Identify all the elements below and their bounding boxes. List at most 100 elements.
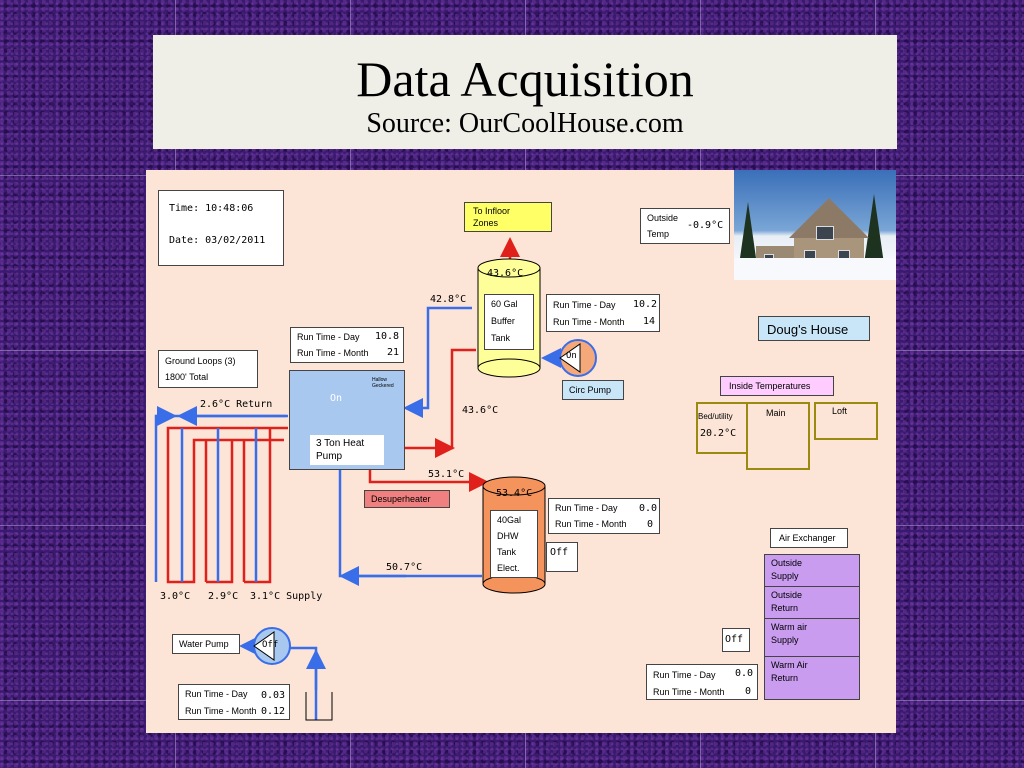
system-diagram-panel: Time: 10:48:06 Date: 03/02/2011 Ground L… bbox=[146, 170, 896, 733]
bed-utility-zone: Bed/utility 20.2°C bbox=[696, 402, 748, 454]
run-day-value: 10.2 bbox=[633, 299, 658, 310]
dhw-run-time-box: Run Time - Day 0.0 Run Time - Month 0 bbox=[548, 498, 660, 534]
run-day-label: Run Time - Day bbox=[553, 300, 616, 310]
outside-temp-box: Outside Temp -0.9°C bbox=[640, 208, 730, 244]
air-exchanger-row: Outside Supply bbox=[765, 555, 859, 587]
time-date-box: Time: 10:48:06 Date: 03/02/2011 bbox=[158, 190, 284, 266]
water-pump-label-box: Water Pump bbox=[172, 634, 240, 654]
outside-temp-value: -0.9°C bbox=[687, 220, 724, 231]
air-exchanger-run-time-box: Run Time - Day 0.0 Run Time - Month 0 bbox=[646, 664, 758, 700]
air-exchanger-box: Outside Supply Outside Return Warm air S… bbox=[764, 554, 860, 700]
heat-pump-state: On bbox=[330, 393, 343, 404]
air-exchanger-label: Air Exchanger bbox=[779, 533, 836, 543]
dhw-line3: Tank bbox=[497, 547, 517, 557]
buffer-tank-temp: 43.6°C bbox=[487, 268, 524, 279]
house-name-box: Doug's House bbox=[758, 316, 870, 341]
loop2-temp: 2.9°C bbox=[208, 591, 239, 602]
run-month-value: 0 bbox=[647, 519, 654, 530]
row-line1: Outside bbox=[771, 558, 803, 568]
inside-temperatures-header: Inside Temperatures bbox=[720, 376, 834, 396]
run-month-value: 0.12 bbox=[261, 706, 286, 717]
infloor-line2: Zones bbox=[473, 218, 499, 228]
main-zone: Main bbox=[746, 402, 810, 470]
dhw-state-value: Off bbox=[550, 547, 569, 558]
slide-title-box: Data Acquisition Source: OurCoolHouse.co… bbox=[153, 35, 897, 149]
run-month-value: 21 bbox=[387, 347, 400, 358]
air-exchanger-row: Warm air Supply bbox=[765, 619, 859, 657]
row-line1: Outside bbox=[771, 590, 803, 600]
heat-pump-line1: 3 Ton Heat bbox=[316, 438, 365, 449]
buffer-tank-line1: 60 Gal bbox=[491, 299, 518, 309]
air-exchanger-row: Warm Air Return bbox=[765, 657, 859, 697]
run-month-label: Run Time - Month bbox=[297, 348, 369, 358]
well-icon bbox=[305, 692, 333, 721]
run-day-label: Run Time - Day bbox=[555, 503, 618, 513]
ground-loops-box: Ground Loops (3) 1800' Total bbox=[158, 350, 258, 388]
house-photo bbox=[734, 170, 896, 280]
run-day-value: 0.0 bbox=[735, 668, 754, 679]
row-line1: Warm air bbox=[771, 622, 808, 632]
water-pump-icon bbox=[253, 627, 291, 665]
dhw-line1: 40Gal bbox=[497, 515, 522, 525]
dhw-return-pipe bbox=[338, 470, 482, 578]
dhw-tank-label: 40Gal DHW Tank Elect. bbox=[490, 510, 538, 578]
desuperheater-pipe bbox=[368, 470, 489, 492]
row-line2: Supply bbox=[771, 571, 799, 581]
buffer-tank-label: 60 Gal Buffer Tank bbox=[484, 294, 534, 350]
circ-pump-state: On bbox=[566, 351, 577, 361]
infloor-line1: To Infloor bbox=[473, 206, 511, 216]
run-day-label: Run Time - Day bbox=[653, 670, 716, 680]
row-line2: Return bbox=[771, 603, 799, 613]
loop1-temp: 3.0°C bbox=[160, 591, 191, 602]
buffer-tank-line3: Tank bbox=[491, 333, 511, 343]
desuperheater-temp: 53.1°C bbox=[428, 469, 465, 480]
water-pump-label: Water Pump bbox=[179, 639, 229, 649]
water-pump-state: Off bbox=[262, 640, 279, 650]
ground-loops-pipes bbox=[154, 406, 288, 584]
air-exchanger-row: Outside Return bbox=[765, 587, 859, 619]
water-pump-run-time-box: Run Time - Day 0.03 Run Time - Month 0.1… bbox=[178, 684, 290, 720]
run-month-value: 0 bbox=[745, 686, 752, 697]
desuperheater-box: Desuperheater bbox=[364, 490, 450, 508]
air-exchanger-header: Air Exchanger bbox=[770, 528, 848, 548]
circ-pump-label-box: Circ Pump bbox=[562, 380, 624, 400]
circ-pump-label: Circ Pump bbox=[569, 385, 612, 395]
run-day-label: Run Time - Day bbox=[185, 689, 248, 699]
run-day-value: 0.0 bbox=[639, 503, 658, 514]
air-exchanger-state: Off bbox=[722, 628, 750, 652]
inside-header-label: Inside Temperatures bbox=[729, 381, 811, 391]
row-line2: Return bbox=[771, 673, 799, 683]
buffer-run-time-box: Run Time - Day 10.2 Run Time - Month 14 bbox=[546, 294, 660, 332]
ground-loops-length: 1800' Total bbox=[165, 372, 209, 382]
run-month-label: Run Time - Month bbox=[553, 317, 625, 327]
air-exchanger-state-value: Off bbox=[725, 634, 744, 645]
desuperheater-label: Desuperheater bbox=[371, 494, 431, 504]
row-line1: Warm Air bbox=[771, 660, 808, 670]
from-buffer-temp: 43.6°C bbox=[462, 405, 499, 416]
loft-zone-label: Loft bbox=[832, 406, 848, 416]
slide-title: Data Acquisition bbox=[356, 51, 694, 107]
run-month-label: Run Time - Month bbox=[555, 519, 627, 529]
loop3-supply-temp: 3.1°C Supply bbox=[250, 591, 323, 602]
house-name: Doug's House bbox=[767, 322, 849, 337]
dhw-line2: DHW bbox=[497, 531, 519, 541]
bed-utility-temp: 20.2°C bbox=[700, 428, 737, 439]
main-zone-label: Main bbox=[766, 408, 786, 418]
outside-temp-label-2: Temp bbox=[647, 229, 670, 239]
run-month-value: 14 bbox=[643, 316, 656, 327]
date-readout: Date: 03/02/2011 bbox=[169, 235, 266, 246]
dhw-return-temp: 50.7°C bbox=[386, 562, 423, 573]
loft-zone: Loft bbox=[814, 402, 878, 440]
heat-pump-tag: Hallow Geckered bbox=[372, 377, 394, 389]
dhw-tank-temp: 53.4°C bbox=[496, 488, 533, 499]
run-month-label: Run Time - Month bbox=[653, 687, 725, 697]
buffer-tank-line2: Buffer bbox=[491, 316, 515, 326]
heat-pump-box: On Hallow Geckered 3 Ton Heat Pump bbox=[289, 370, 405, 470]
row-line2: Supply bbox=[771, 635, 799, 645]
bed-utility-label: Bed/utility bbox=[698, 412, 733, 421]
heat-pump-run-time-box: Run Time - Day 10.8 Run Time - Month 21 bbox=[290, 327, 404, 363]
circ-pump-icon bbox=[559, 339, 597, 377]
dhw-element-state: Off bbox=[546, 542, 578, 572]
to-buffer-temp: 42.8°C bbox=[430, 294, 467, 305]
heat-pump-label: 3 Ton Heat Pump bbox=[310, 435, 384, 465]
